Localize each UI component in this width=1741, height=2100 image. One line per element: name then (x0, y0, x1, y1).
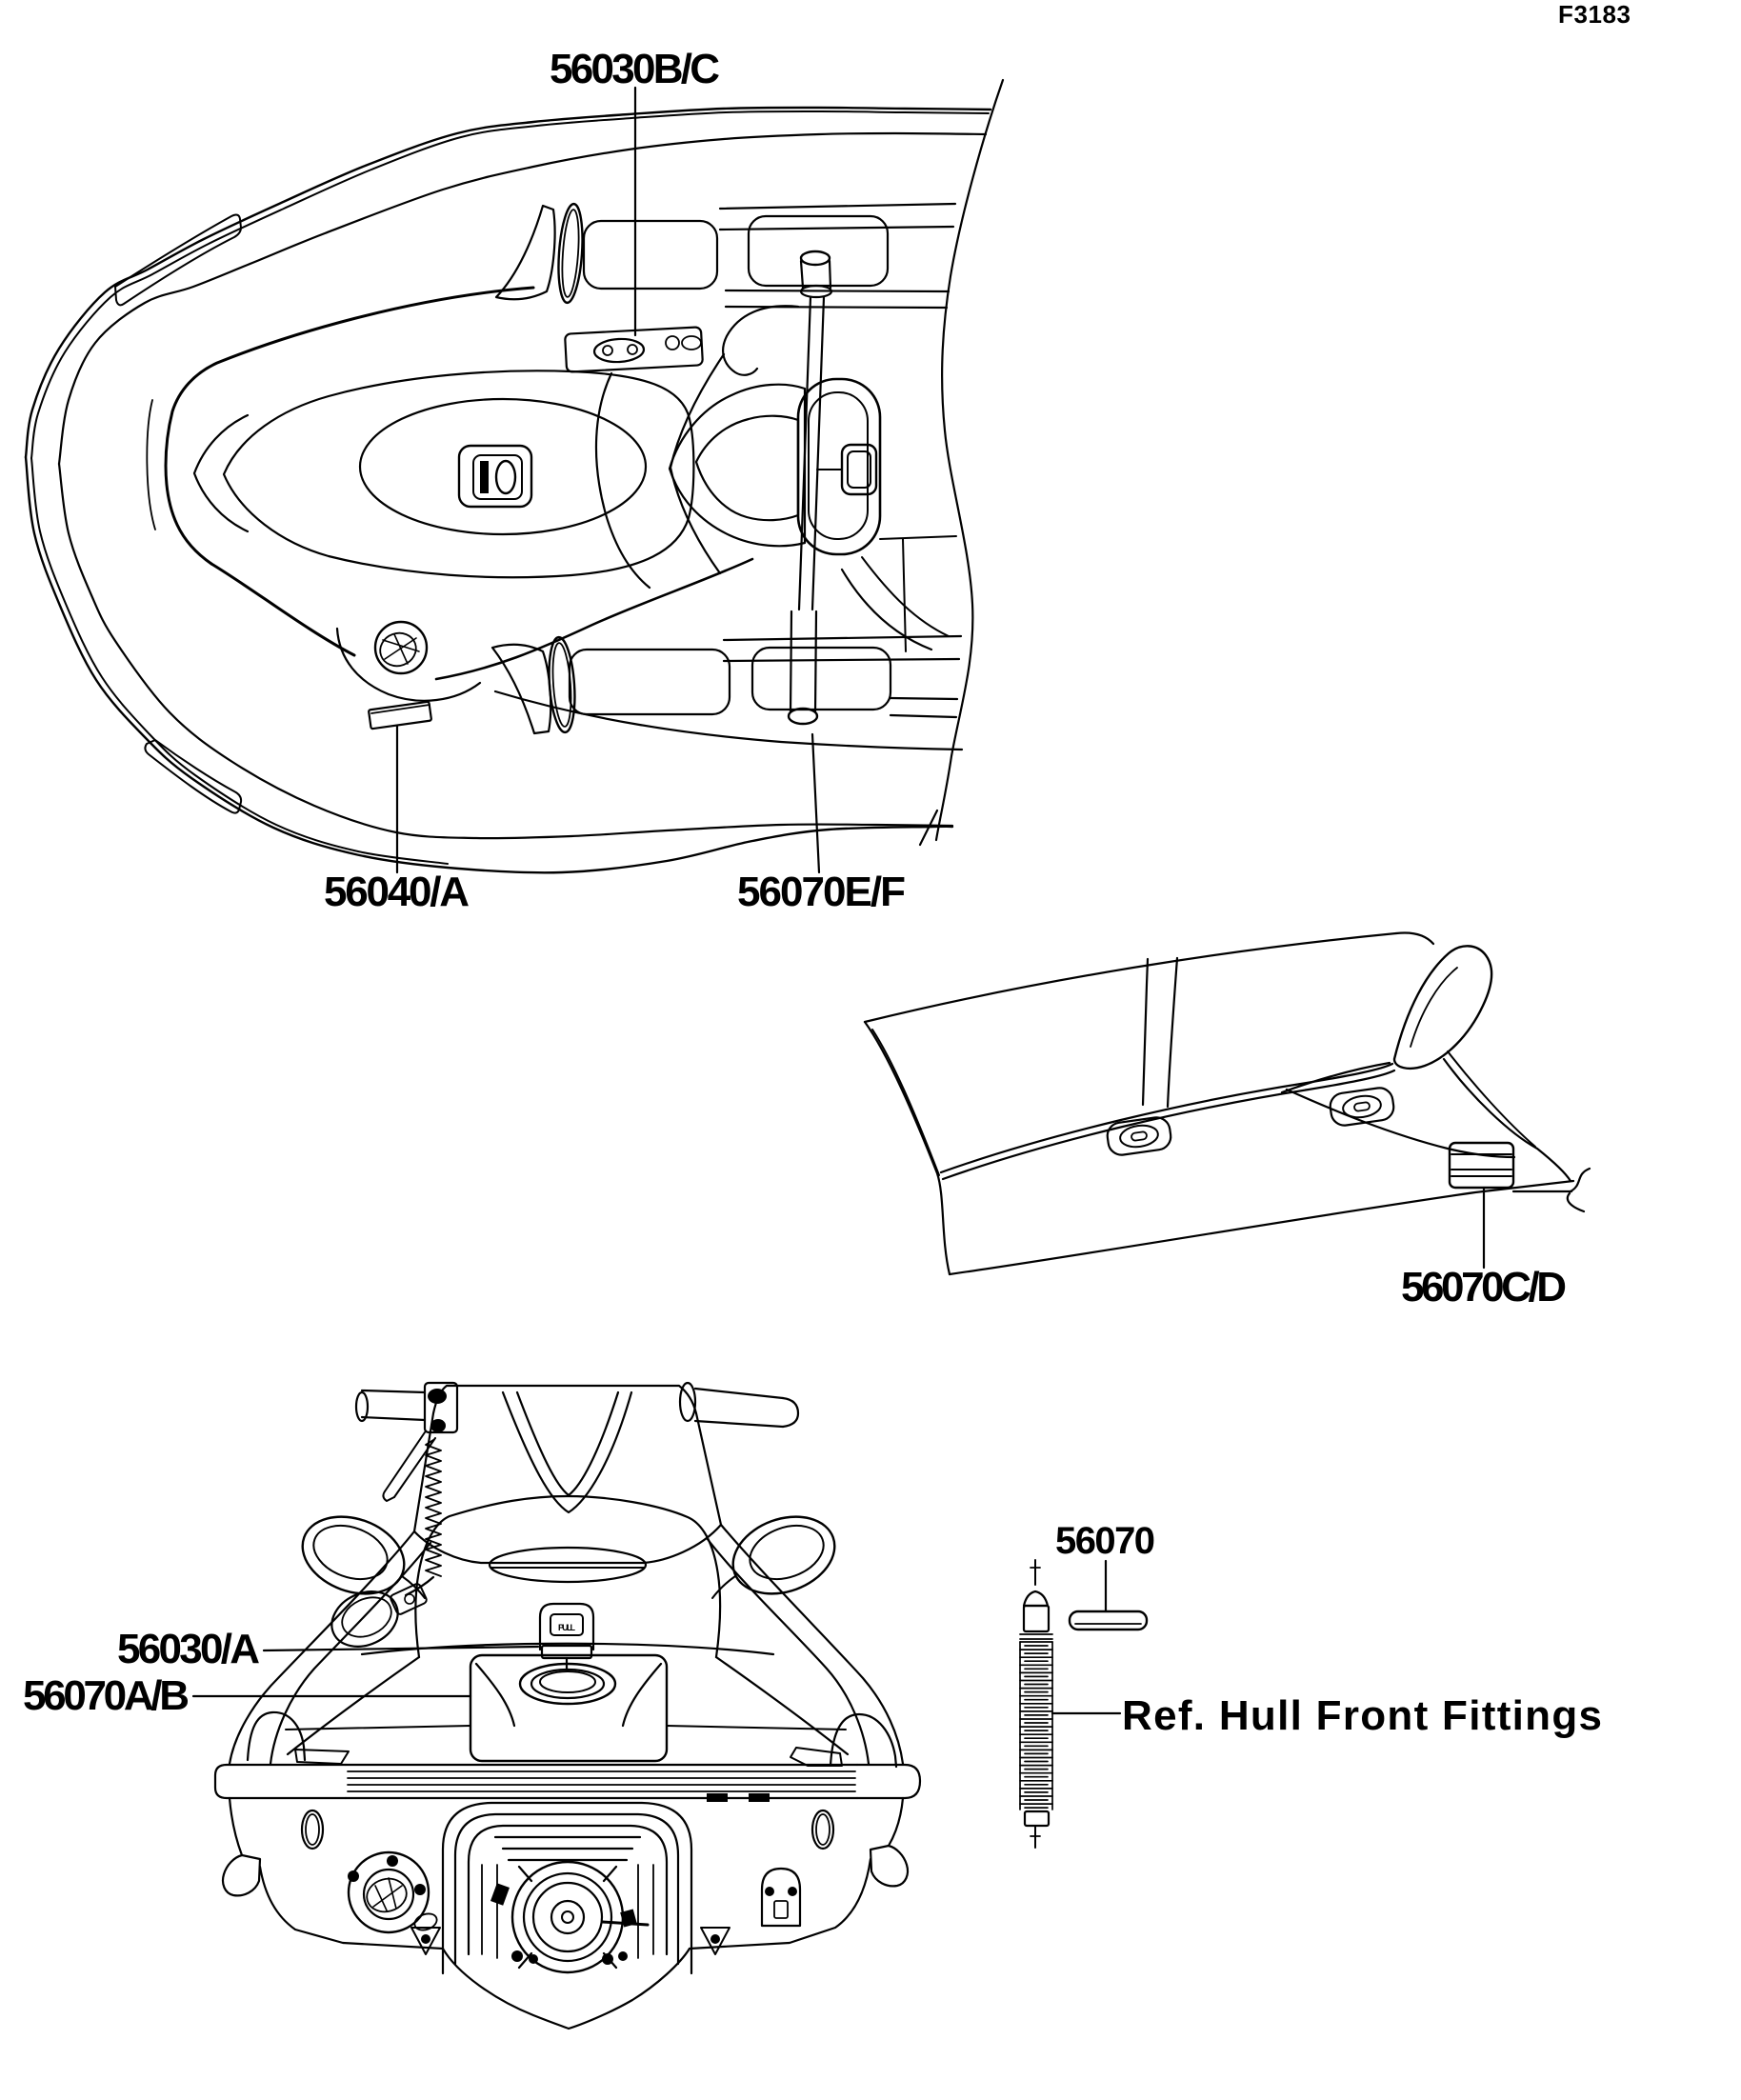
svg-text:PULL: PULL (558, 1623, 576, 1632)
svg-text:56040/A: 56040/A (324, 869, 470, 915)
svg-text:56070: 56070 (1055, 1520, 1155, 1562)
svg-text:Ref. Hull Front Fittings: Ref. Hull Front Fittings (1122, 1692, 1602, 1739)
svg-text:F3183: F3183 (1558, 0, 1631, 29)
svg-text:56070A/B: 56070A/B (23, 1672, 190, 1719)
svg-text:56070C/D: 56070C/D (1401, 1264, 1567, 1310)
svg-text:56030/A: 56030/A (117, 1626, 260, 1672)
svg-text:56030B/C: 56030B/C (550, 46, 720, 92)
svg-text:56070E/F: 56070E/F (737, 869, 906, 915)
